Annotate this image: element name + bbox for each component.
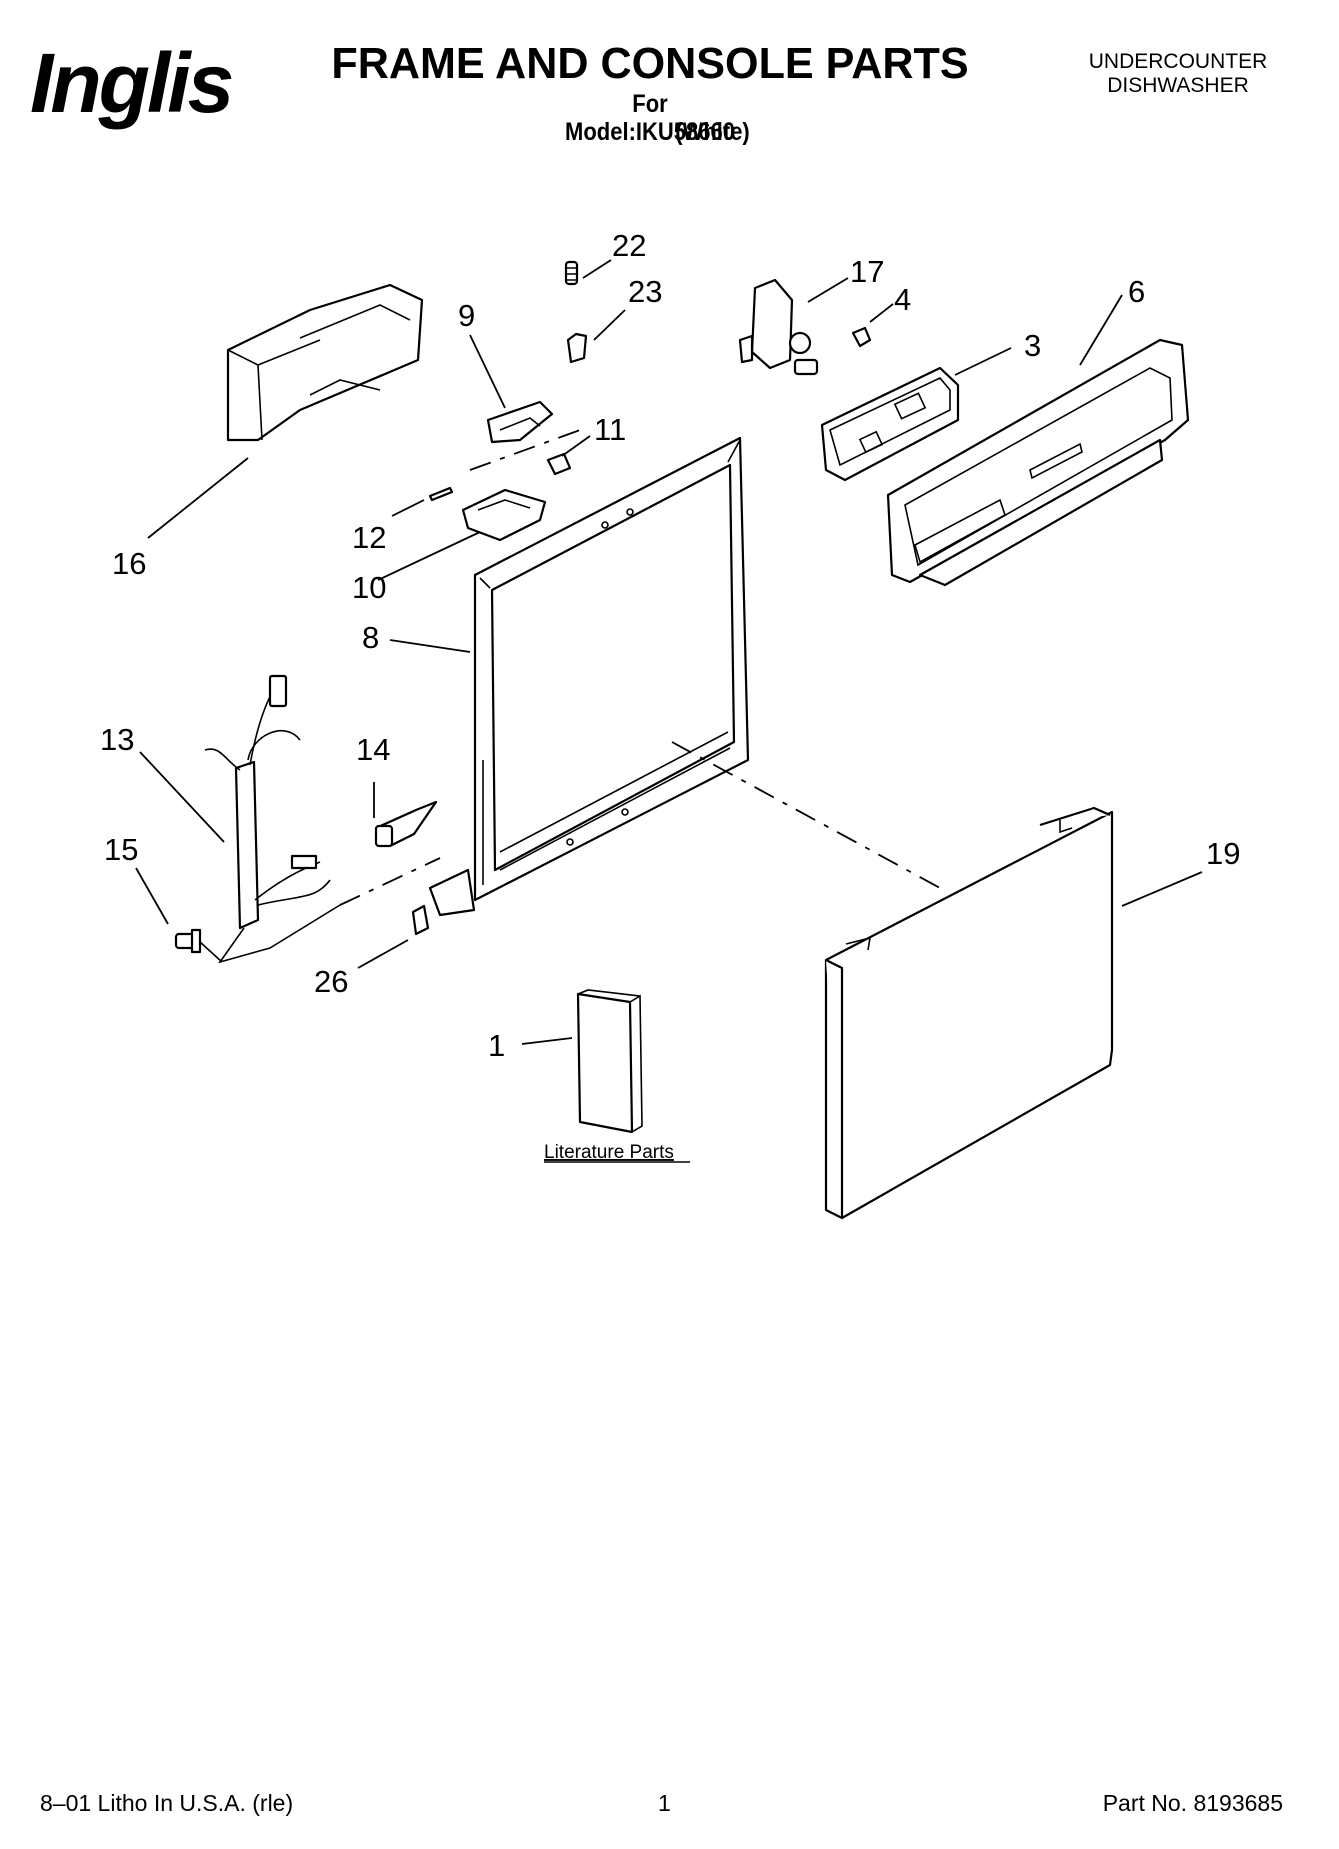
part-10-base [461, 488, 547, 542]
product-line-2: DISHWASHER [1107, 74, 1249, 97]
part-3-control-panel [820, 366, 960, 482]
leader-6 [1079, 294, 1123, 366]
leader-3 [954, 347, 1012, 376]
part-13-harness [204, 674, 341, 964]
leader-16 [147, 457, 249, 539]
part-14-sensor [374, 800, 438, 848]
callout-13: 13 [100, 722, 134, 757]
leader-15 [135, 867, 169, 925]
part-11-latch [546, 452, 572, 476]
part-12-pin [428, 486, 454, 502]
part-17-switch [738, 278, 819, 376]
callout-17: 17 [850, 254, 884, 289]
leader-17 [807, 277, 849, 303]
footer-part-number: Part No. 8193685 [1102, 1790, 1283, 1816]
part-26-clip [411, 904, 430, 936]
leader-26 [357, 939, 409, 969]
page-title: FRAME AND CONSOLE PARTS [331, 39, 969, 88]
callout-26: 26 [314, 964, 348, 999]
part-16-shield [226, 283, 424, 442]
callout-4: 4 [894, 282, 911, 317]
leader-4 [869, 303, 894, 323]
leader-12 [391, 499, 425, 517]
footer-litho: 8–01 Litho In U.S.A. (rle) [40, 1790, 294, 1816]
assembly-line-top [469, 429, 581, 471]
callout-22: 22 [612, 228, 646, 263]
leader-1 [521, 1037, 573, 1045]
callout-12: 12 [352, 520, 386, 555]
part-22-spring [564, 260, 579, 286]
leader-19 [1121, 871, 1203, 907]
part-9-bracket [486, 400, 554, 444]
product-line-1: UNDERCOUNTER [1088, 50, 1268, 73]
model-line: For Model:IKU58660 [565, 90, 735, 146]
leader-10 [377, 531, 481, 581]
footer-page-number: 1 [658, 1790, 671, 1816]
callout-8: 8 [362, 620, 379, 655]
callout-11: 11 [594, 412, 626, 447]
part-19-door-panel [824, 806, 1114, 1220]
part-8-frame [428, 436, 750, 917]
leader-9 [469, 334, 506, 409]
part-23-clip [566, 332, 588, 364]
part-6-console [886, 338, 1190, 587]
leader-11 [561, 435, 591, 457]
brand-logo-text: Inglis [30, 36, 234, 130]
leader-22 [582, 259, 612, 279]
callout-9: 9 [458, 298, 475, 333]
assembly-line-panel [671, 741, 941, 889]
part-1-literature [576, 989, 643, 1134]
assembly-line-left [339, 857, 441, 906]
leader-13 [139, 751, 225, 843]
callout-14: 14 [356, 732, 390, 767]
callout-15: 15 [104, 832, 138, 867]
leader-23 [593, 309, 626, 341]
callout-16: 16 [112, 546, 146, 581]
callout-23: 23 [628, 274, 662, 309]
product-type: UNDERCOUNTER DISHWASHER [1063, 50, 1293, 98]
part-15-fitting [174, 928, 223, 963]
callout-3: 3 [1024, 328, 1041, 363]
part-4-button [851, 326, 872, 348]
leader-8 [389, 639, 471, 653]
callout-19: 19 [1206, 836, 1240, 871]
callout-6: 6 [1128, 274, 1145, 309]
brand-logo: Inglis [30, 38, 285, 128]
color-line: (White) [675, 118, 750, 146]
callout-10: 10 [352, 570, 386, 605]
literature-parts-caption: Literature Parts [544, 1142, 674, 1163]
callout-1: 1 [488, 1028, 505, 1063]
